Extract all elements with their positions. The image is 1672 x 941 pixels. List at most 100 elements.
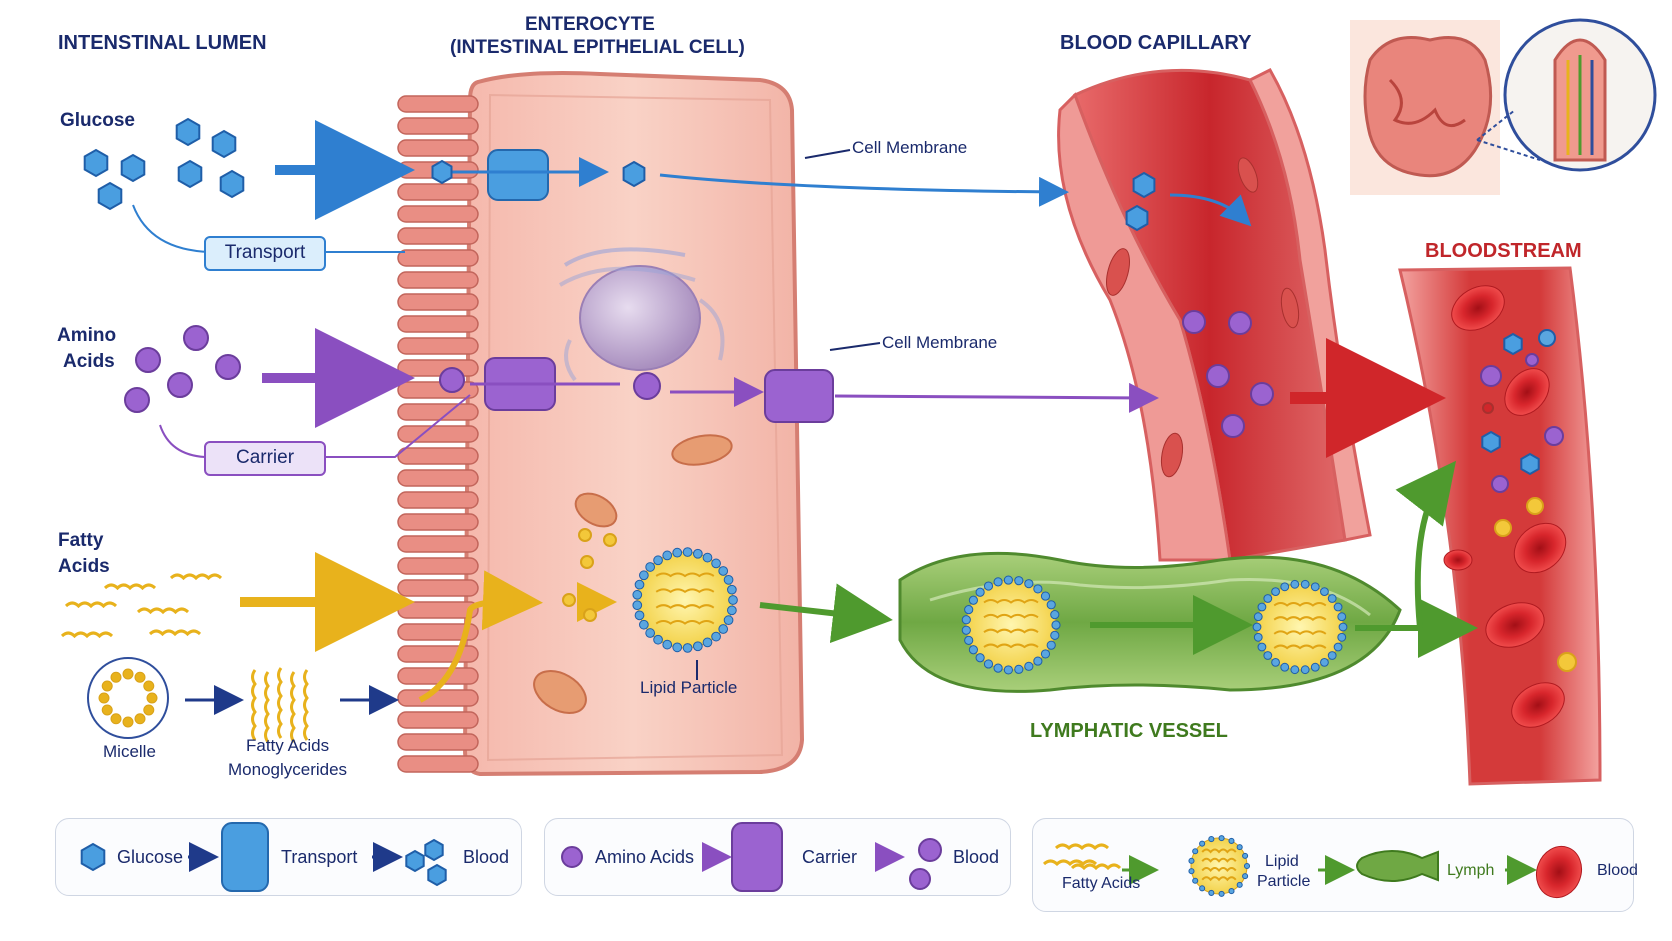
micelle-head	[146, 692, 158, 704]
lipid-shell-bead	[632, 589, 643, 600]
amino-label-1: Amino	[57, 325, 117, 346]
lipid-shell-bead	[723, 574, 734, 585]
lipid-shell-bead	[1046, 600, 1056, 610]
lipid-shell-bead	[727, 584, 737, 595]
lipid-shell-bead	[1014, 576, 1024, 586]
lipid-shell-bead	[1300, 579, 1310, 589]
micelle-head	[122, 716, 134, 728]
microvillus	[397, 733, 479, 751]
lipid-droplet	[580, 555, 594, 569]
fatty-acid-chain	[264, 671, 270, 743]
lipid-shell-bead	[1040, 591, 1051, 601]
lipid-core-chain	[983, 643, 1039, 649]
lipid-shell-bead	[1236, 844, 1243, 851]
amino-carrier-basal	[764, 369, 834, 423]
amino-acid-molecule	[135, 347, 161, 373]
amino-acid-molecule	[215, 354, 241, 380]
lipid-core-chain	[655, 604, 715, 609]
lipid-core-chain	[655, 588, 715, 594]
nucleus	[558, 247, 725, 382]
microvillus	[397, 95, 479, 113]
micelle-head	[98, 692, 110, 704]
lipid-core-chain	[655, 572, 715, 578]
lipid-shell-bead	[702, 637, 713, 648]
lipid-shell-bead	[1242, 852, 1249, 859]
lipid-shell-bead	[1033, 656, 1043, 666]
microvillus	[397, 271, 479, 289]
amino-acid-molecule	[124, 387, 150, 413]
legend-glucose	[55, 818, 522, 896]
lumen-header: INTENSTINAL LUMEN	[58, 32, 267, 54]
fatty-acid-chain	[169, 573, 223, 581]
lipid-shell-bead	[1243, 862, 1251, 870]
cell-membrane-label-mid: Cell Membrane	[882, 333, 998, 352]
lipid-core-chain	[983, 599, 1039, 604]
lipid-shell-bead	[1257, 602, 1267, 612]
micelle-label: Micelle	[103, 742, 156, 761]
amino-label-2: Acids	[63, 351, 115, 372]
glucose-molecule-icon	[177, 159, 203, 189]
bloodstream-header: BLOODSTREAM	[1425, 240, 1582, 262]
glucose-molecule-icon	[219, 169, 245, 199]
membrane-pointer-mid	[829, 342, 881, 351]
red-blood-cell	[1504, 368, 1550, 416]
legend-amino-end: Blood	[953, 847, 1000, 867]
capillary-wall-cell	[1160, 432, 1184, 478]
microvillus	[397, 293, 479, 311]
blood-dot	[1482, 402, 1494, 414]
lipid-shell-bead	[662, 550, 673, 561]
lipid-shell-bead	[1320, 657, 1329, 667]
legend-blood-glucose-icon	[424, 838, 444, 862]
glucose-molecule-icon	[1125, 204, 1149, 232]
lipid-shell-bead	[645, 628, 656, 638]
microvillus	[397, 249, 479, 267]
fatty-acid-chain	[277, 667, 283, 739]
microvillus	[397, 447, 479, 465]
lipid-droplet	[603, 533, 617, 547]
capillary-wall-cell	[1106, 248, 1130, 296]
legend-particles	[80, 835, 1583, 899]
fatty-acid-chain	[136, 607, 190, 615]
lipid-shell-bead	[723, 615, 734, 626]
lymphatic-header: LYMPHATIC VESSEL	[1030, 720, 1228, 742]
glucose-molecule-icon	[97, 181, 123, 211]
lipid-shell-bead	[1280, 582, 1290, 592]
lipid-core-chain	[1273, 602, 1327, 607]
red-blood-cell	[1511, 682, 1565, 728]
legend-amino-icon	[561, 846, 583, 868]
lipid-shell-bead	[983, 581, 994, 591]
lipid-shell-bead	[653, 634, 663, 645]
lipid-shell-bead	[964, 605, 974, 615]
lipid-shell-bead	[1271, 657, 1280, 667]
legend-fat-step-2: Particle	[1257, 873, 1311, 890]
lipid-shell-bead	[682, 643, 693, 653]
lipid-shell-bead	[1242, 873, 1249, 880]
micelle-head	[110, 671, 122, 683]
fam-label-2: Monoglycerides	[228, 760, 348, 779]
membrane-pointer-top	[804, 149, 851, 159]
lipid-shell-bead	[1046, 640, 1056, 650]
legend-glucose-icon	[80, 842, 106, 872]
microvillus	[397, 491, 479, 509]
intestine-inset	[1350, 18, 1657, 195]
glucose-molecule-icon	[1503, 332, 1523, 356]
lipid-droplet	[578, 528, 592, 542]
micelle-head	[134, 671, 146, 683]
fatty-acid-chain	[103, 583, 157, 591]
red-blood-cell	[1443, 549, 1473, 571]
lipid-shell-bead	[993, 663, 1003, 673]
capillary-header: BLOOD CAPILLARY	[1060, 32, 1252, 54]
lipid-shell-bead	[983, 659, 994, 669]
fatty-acid-chain	[251, 669, 257, 741]
lipid-core-chain	[1273, 644, 1327, 650]
amino-acid-molecule	[1544, 426, 1564, 446]
lipid-shell-bead	[1188, 868, 1195, 875]
glucose-molecule-icon	[120, 153, 146, 183]
micelle-head	[101, 704, 113, 716]
fatty-acid-chain	[290, 671, 296, 743]
legend-fatty-acid-icon	[1054, 843, 1110, 851]
lipid-shell-bead	[718, 566, 729, 576]
microvilli	[397, 95, 479, 773]
legend-fat-step-1: Lipid	[1265, 853, 1299, 870]
